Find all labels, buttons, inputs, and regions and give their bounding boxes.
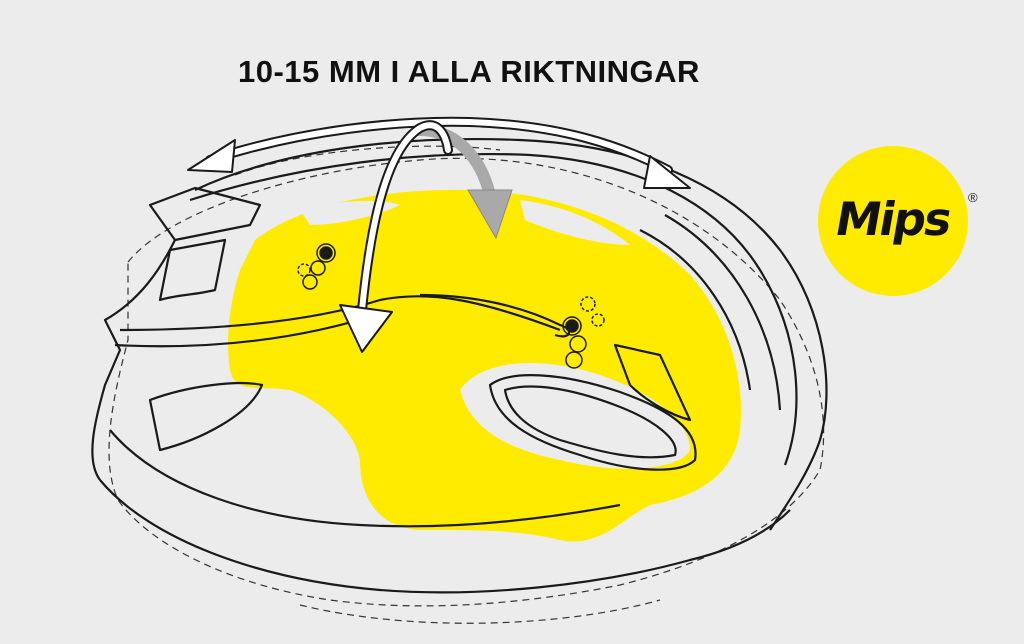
headline: 10-15 MM I ALLA RIKTNINGAR	[238, 54, 700, 89]
helmet-outline-icon	[91, 137, 828, 594]
double-arrow-icon	[187, 116, 691, 189]
mips-logo: Mips	[818, 146, 968, 296]
registered-mark: ®	[968, 190, 978, 205]
vertical-arrow-icon	[339, 120, 453, 353]
anchor-clip-rear-icon	[562, 296, 605, 369]
anchor-clip-front-icon	[297, 243, 336, 290]
gray-rotation-arrow-icon	[414, 124, 513, 240]
mips-logo-text: Mips	[831, 192, 955, 246]
